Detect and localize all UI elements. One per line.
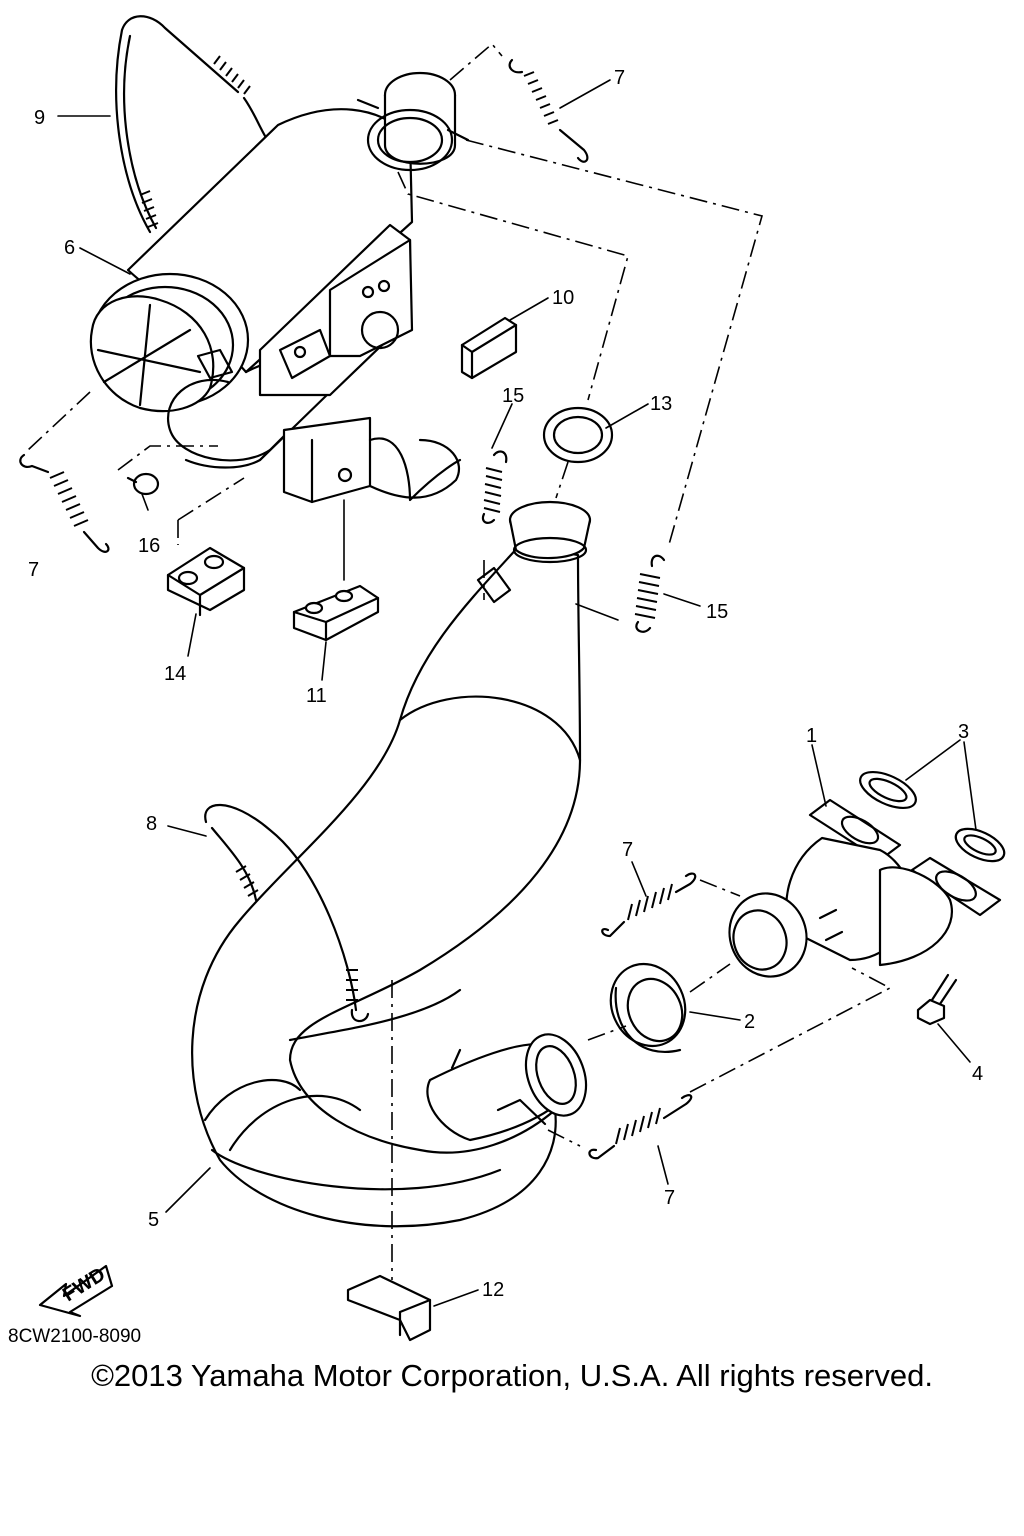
callout-14: 14 bbox=[164, 663, 186, 685]
part-7-spring-mid bbox=[601, 872, 697, 938]
part-4-bolt bbox=[916, 973, 958, 1026]
part-14-bracket bbox=[166, 546, 246, 617]
part-5-exhaust-pipe bbox=[191, 500, 592, 1228]
callout-3: 3 bbox=[958, 721, 969, 743]
diagram-part-code: 8CW2100-8090 bbox=[8, 1326, 142, 1347]
part-15-spring-right bbox=[634, 554, 666, 633]
callout-7: 7 bbox=[28, 559, 39, 581]
leader-lines bbox=[57, 79, 977, 1307]
callout-15: 15 bbox=[502, 385, 524, 407]
part-10-damper bbox=[460, 316, 518, 380]
part-16-screw bbox=[126, 472, 160, 496]
callout-9: 9 bbox=[34, 107, 45, 129]
part-2-sleeve bbox=[609, 962, 687, 1053]
assembly-lines bbox=[27, 42, 892, 1280]
callout-15: 15 bbox=[706, 601, 728, 623]
part-8-wire-stay bbox=[204, 803, 370, 1023]
callout-11: 11 bbox=[306, 685, 327, 707]
callout-7: 7 bbox=[664, 1187, 675, 1209]
part-3-gaskets bbox=[859, 770, 1006, 863]
fwd-arrow-icon: FWD bbox=[38, 1263, 114, 1318]
callout-13: 13 bbox=[650, 393, 672, 415]
callout-6: 6 bbox=[64, 237, 75, 259]
callout-10: 10 bbox=[552, 287, 574, 309]
callout-2: 2 bbox=[744, 1011, 755, 1033]
callout-5: 5 bbox=[148, 1209, 159, 1231]
copyright-notice: ©2013 Yamaha Motor Corporation, U.S.A. A… bbox=[91, 1358, 933, 1393]
callout-12: 12 bbox=[482, 1279, 504, 1301]
callout-labels: 9 7 6 10 15 13 7 16 15 14 11 1 3 8 7 2 4… bbox=[28, 67, 983, 1301]
callout-7: 7 bbox=[622, 839, 633, 861]
part-1-manifold bbox=[728, 798, 1002, 978]
part-13-gasket bbox=[542, 406, 614, 464]
callout-1: 1 bbox=[806, 725, 817, 747]
part-15-spring-upper bbox=[481, 450, 508, 524]
callout-8: 8 bbox=[146, 813, 157, 835]
callout-16: 16 bbox=[138, 535, 160, 557]
part-7-spring-left bbox=[19, 453, 110, 553]
callout-7: 7 bbox=[614, 67, 625, 89]
part-7-spring-low bbox=[588, 1094, 693, 1160]
part-12-protector bbox=[346, 1274, 432, 1342]
part-6-silencer bbox=[89, 108, 462, 504]
silencer-inlet-joint bbox=[356, 71, 470, 172]
part-11-bracket bbox=[292, 584, 380, 642]
part-7-spring-top bbox=[508, 58, 589, 163]
callout-4: 4 bbox=[972, 1063, 983, 1085]
